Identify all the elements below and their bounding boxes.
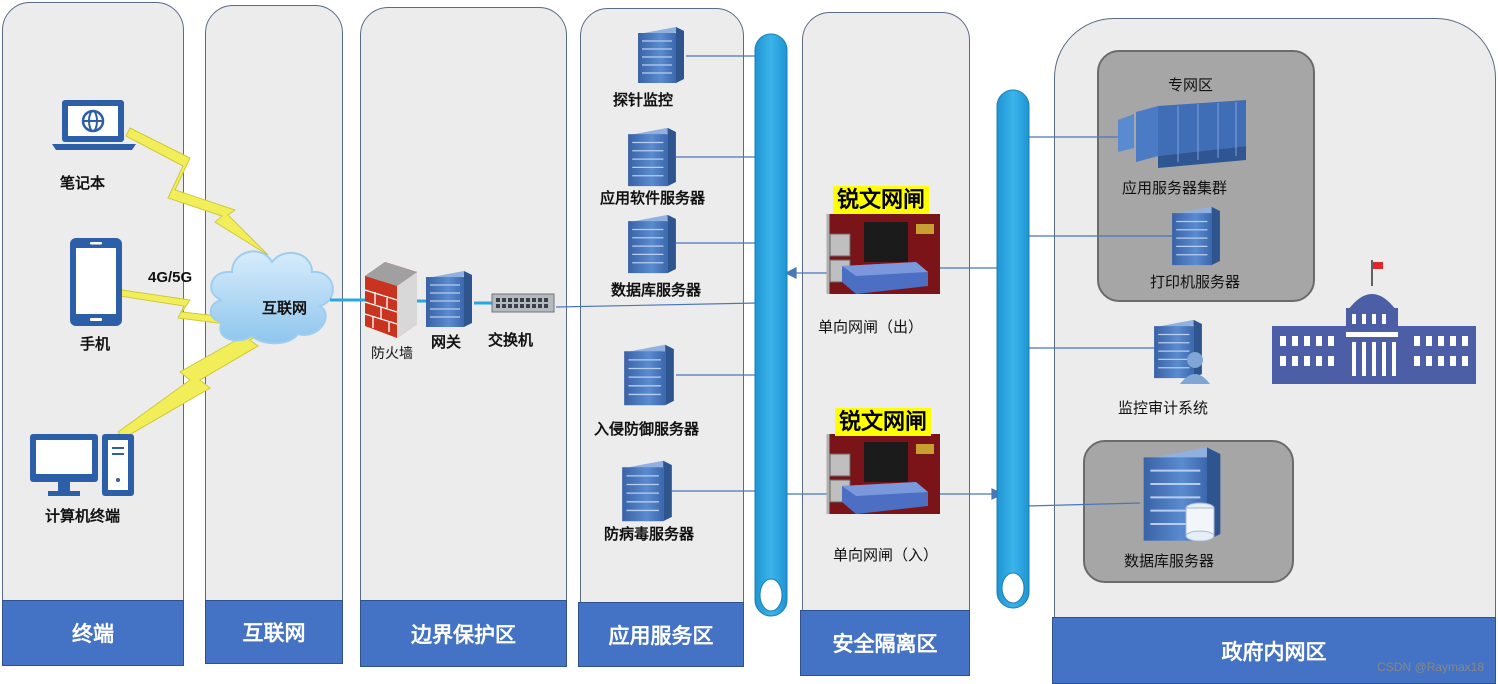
audit-system-label: 监控审计系统 bbox=[1118, 400, 1209, 417]
zone-terminal-label: 终端 bbox=[2, 600, 184, 666]
database-server-gov-icon bbox=[1142, 446, 1222, 542]
ips-server-label: 入侵防御服务器 bbox=[594, 421, 700, 438]
gateway-card-out-icon bbox=[826, 214, 940, 294]
bus-links bbox=[555, 55, 1172, 507]
db-server-label: 数据库服务器 bbox=[611, 282, 702, 299]
private-zone-label: 专网区 bbox=[1168, 77, 1214, 94]
firewall-label: 防火墙 bbox=[371, 345, 413, 361]
antivirus-server-icon bbox=[621, 460, 673, 522]
desktop-computer-icon bbox=[30, 434, 134, 496]
audit-system-icon bbox=[1153, 319, 1210, 384]
app-cluster-label: 应用服务器集群 bbox=[1122, 180, 1228, 197]
server-cluster-icon bbox=[1118, 100, 1246, 168]
gate-out-label: 单向网闸（出） bbox=[818, 319, 924, 336]
laptop-icon bbox=[52, 100, 136, 150]
probe-label: 探针监控 bbox=[613, 92, 674, 109]
zone-app-service-label: 应用服务区 bbox=[578, 602, 744, 667]
government-building-icon bbox=[1272, 260, 1476, 384]
gateway-label: 网关 bbox=[431, 334, 462, 351]
wireless-link-label: 4G/5G bbox=[148, 269, 193, 286]
firewall-icon bbox=[364, 262, 417, 338]
lightning-laptop-icon bbox=[125, 127, 269, 256]
zone-gov-label: 政府内网区 bbox=[1052, 617, 1496, 684]
gate-out-brand: 锐文网闸 bbox=[833, 186, 930, 214]
gate-in-brand: 锐文网闸 bbox=[835, 408, 932, 436]
gateway-card-in-icon bbox=[826, 434, 940, 514]
gateway-server-icon bbox=[425, 270, 473, 328]
network-bus-right bbox=[996, 89, 1030, 609]
internet-cloud-label: 互联网 bbox=[262, 300, 308, 317]
app-server-label: 应用软件服务器 bbox=[600, 190, 706, 207]
laptop-label: 笔记本 bbox=[60, 175, 106, 192]
database-server-icon bbox=[627, 214, 677, 274]
zone-isolation-label: 安全隔离区 bbox=[800, 610, 970, 676]
probe-server-icon bbox=[637, 26, 685, 84]
watermark: CSDN @Raymax18 bbox=[1377, 660, 1484, 674]
switch-icon bbox=[491, 293, 555, 313]
printer-server-icon bbox=[1171, 206, 1221, 266]
gov-db-server-label: 数据库服务器 bbox=[1124, 553, 1215, 570]
ips-server-icon bbox=[623, 344, 675, 406]
pc-label: 计算机终端 bbox=[45, 508, 121, 525]
zone-internet-label: 互联网 bbox=[205, 600, 343, 664]
printer-server-label: 打印机服务器 bbox=[1150, 274, 1241, 291]
phone-label: 手机 bbox=[80, 336, 111, 353]
zone-boundary-label: 边界保护区 bbox=[360, 600, 567, 667]
av-server-label: 防病毒服务器 bbox=[604, 526, 695, 543]
gate-in-label: 单向网闸（入） bbox=[833, 547, 939, 564]
network-bus-left bbox=[754, 33, 788, 617]
switch-label: 交换机 bbox=[488, 332, 534, 349]
phone-icon bbox=[70, 238, 122, 326]
app-server-icon bbox=[627, 127, 677, 187]
internet-cloud-icon bbox=[209, 250, 334, 345]
